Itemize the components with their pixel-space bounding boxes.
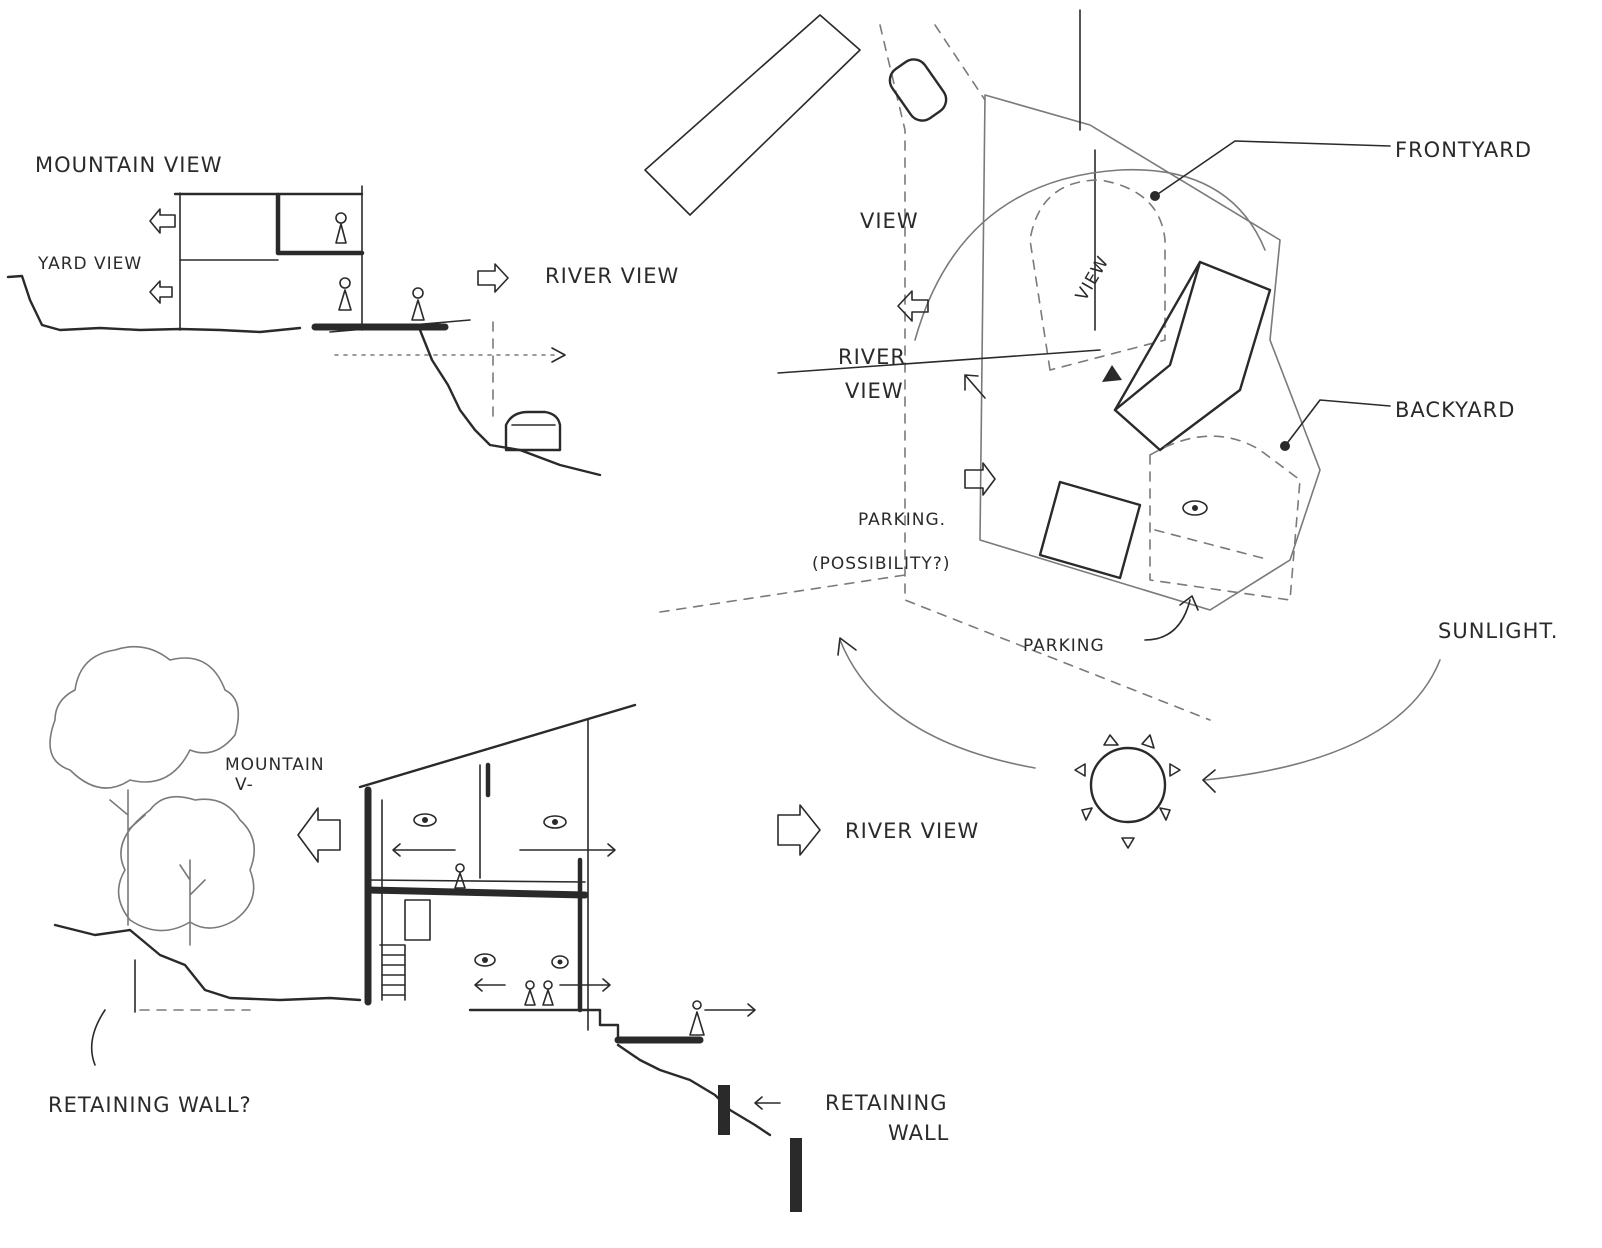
retaining-wall-leader (754, 1096, 781, 1110)
site-edge (659, 574, 906, 613)
road-edge (879, 24, 906, 211)
slope-profile (616, 1043, 772, 1137)
upper-floor-slab (364, 886, 589, 899)
upper-floor (275, 192, 365, 256)
stair-hatch (379, 944, 406, 1001)
eye-icon (413, 813, 437, 827)
mountain-view-arrow-icon (297, 807, 341, 863)
sun-path-arc-left (839, 639, 1036, 769)
tree-trunk (109, 789, 206, 946)
label-river-view-bottom: RIVER VIEW (845, 819, 979, 843)
retaining-wall-right (718, 1085, 730, 1135)
river-view-leader (777, 349, 1101, 374)
label-view: VIEW (860, 209, 919, 233)
person-figure (524, 980, 536, 1006)
label-view-inner: VIEW (1072, 253, 1113, 305)
house-footprint (1113, 260, 1272, 452)
label-parking-possibility-line2: (POSSIBILITY?) (812, 554, 950, 574)
frontyard-leader (1154, 140, 1391, 197)
roof-line (358, 703, 637, 789)
eye-icon (1182, 500, 1208, 516)
view-arrow-right-icon (519, 843, 616, 857)
backyard-leader (1284, 399, 1391, 447)
sun-path-arrowhead (1202, 769, 1216, 793)
ground-line (6, 274, 302, 334)
backyard-zone (1149, 435, 1301, 601)
property-boundary (979, 94, 1321, 611)
car-icon (888, 58, 948, 122)
slope-profile (418, 328, 602, 477)
view-arrow-right-icon (477, 263, 509, 293)
label-sunlight: SUNLIGHT. (1438, 619, 1558, 643)
label-mountain-view-bottom-line2: V- (235, 775, 254, 795)
bottom-section-sketch: MOUNTAIN V- RIVER VIEW RETAINING WALL? R… (48, 645, 979, 1212)
backyard-divider (1154, 529, 1271, 561)
person-figure (542, 980, 554, 1006)
neighbor-building (644, 14, 861, 216)
label-retaining-wall-right-line2: WALL (888, 1121, 949, 1145)
parking-arrowhead (1179, 595, 1199, 611)
sun-path-arrowhead (837, 637, 857, 656)
deck-edge (329, 319, 471, 333)
label-river-view-line1: RIVER (838, 345, 906, 369)
frontyard-zone (1029, 179, 1166, 371)
person-figure (411, 287, 425, 321)
parking-arrow (1144, 599, 1191, 641)
eye-icon (474, 953, 496, 967)
label-yard-view: YARD VIEW (37, 254, 142, 274)
ground-profile (53, 923, 362, 1002)
view-arrow-right-icon (704, 1003, 756, 1017)
frontyard-marker (1150, 191, 1160, 201)
view-arrow-right-icon (559, 978, 611, 992)
label-river-view-top: RIVER VIEW (545, 264, 679, 288)
car-icon (504, 410, 562, 452)
stair-upper (404, 899, 431, 941)
sun-path-arc-right (1204, 659, 1441, 781)
label-backyard: BACKYARD (1395, 398, 1515, 422)
lower-floor-step (468, 1008, 620, 1042)
river-view-arrow-icon (777, 804, 821, 856)
view-arrow-right-icon (964, 462, 996, 496)
retaining-wall-leader (90, 1009, 106, 1066)
backyard-marker (1280, 441, 1290, 451)
person-figure (338, 277, 352, 311)
label-frontyard: FRONTYARD (1395, 138, 1532, 162)
view-arrow-left-icon (897, 290, 929, 322)
person-figure (335, 212, 347, 244)
label-retaining-wall-left: RETAINING WALL? (48, 1093, 252, 1117)
label-parking-possibility-line1: PARKING. (858, 510, 946, 530)
sightline-arrowhead (551, 347, 566, 363)
eye-icon (551, 955, 569, 969)
front-arc (914, 168, 1266, 341)
retaining-wall-right (790, 1138, 802, 1212)
view-arrow-diagonal-icon (964, 374, 986, 399)
direction-marker-icon (1102, 365, 1122, 382)
view-arrow-left-icon (149, 208, 176, 234)
person-figure (689, 1000, 705, 1036)
upper-floor-line (367, 879, 586, 883)
label-mountain-view-bottom-line1: MOUNTAIN (225, 755, 325, 775)
label-river-view-line2: VIEW (845, 379, 904, 403)
tree-canopy (49, 645, 240, 789)
garage-footprint (1038, 480, 1142, 580)
eye-icon (543, 815, 567, 829)
label-retaining-wall-right-line1: RETAINING (825, 1091, 948, 1115)
person-figure (454, 863, 466, 889)
top-section-sketch: MOUNTAIN VIEW YARD VIEW RIVER VIEW (6, 153, 679, 477)
house-wall (1113, 260, 1202, 412)
view-arrow-left-icon (474, 978, 506, 992)
road-edge (934, 24, 986, 101)
view-arrow-left-icon (392, 843, 456, 857)
site-plan-sketch: FRONTYARD BACKYARD VIEW VIEW RIVER VIEW … (644, 9, 1558, 849)
view-arrow-left-icon (149, 280, 173, 304)
sun-icon (1074, 734, 1181, 849)
tree-canopy (117, 795, 256, 932)
label-parking: PARKING (1023, 636, 1105, 656)
label-mountain-view: MOUNTAIN VIEW (35, 153, 222, 177)
